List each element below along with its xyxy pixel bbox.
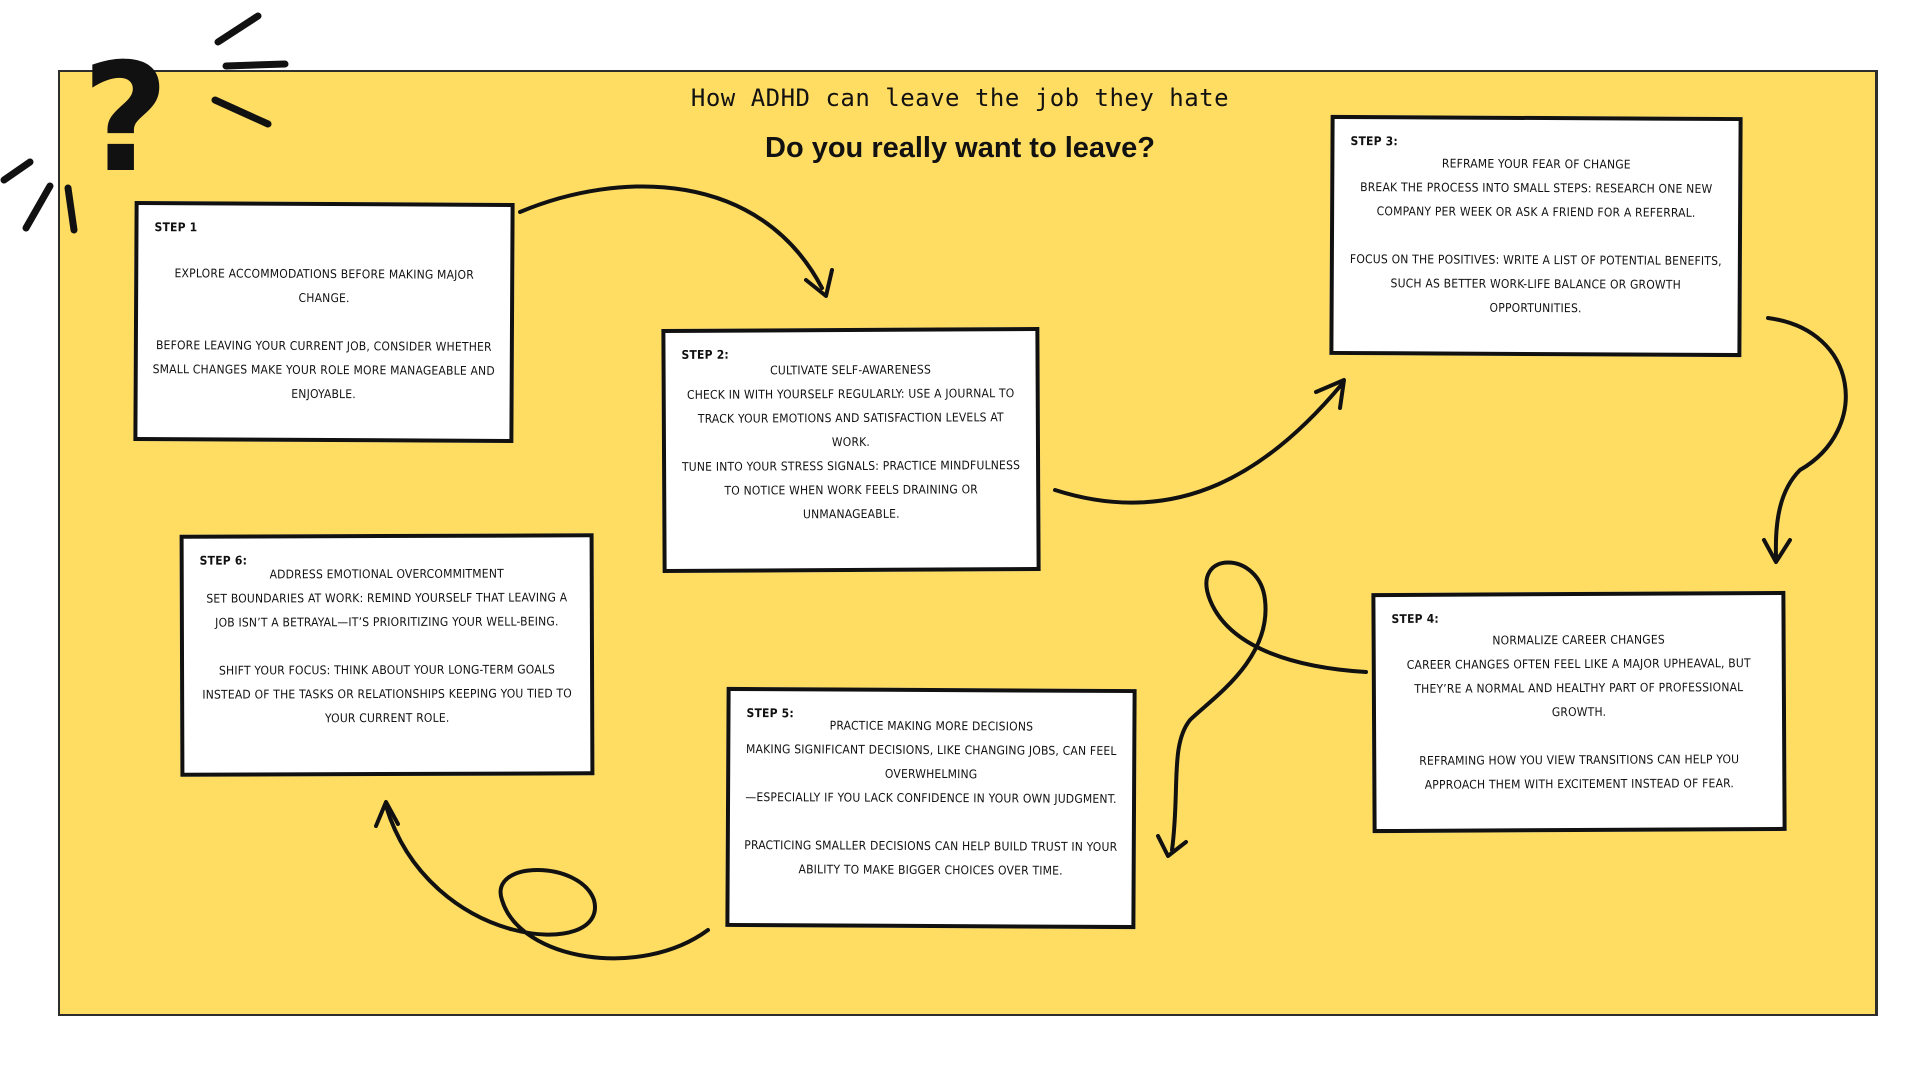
step-card-2: Step 2: Cultivate Self-Awareness Check i… — [661, 327, 1041, 573]
step-card-1: Step 1 Explore accommodations before mak… — [133, 201, 515, 443]
step-body: Set boundaries at work: Remind yourself … — [202, 590, 572, 726]
step-body: Check in with yourself regularly: Use a … — [681, 386, 1021, 522]
step-heading: Normalize career changes — [1492, 632, 1665, 648]
step-body: Break the process into small steps: Rese… — [1349, 180, 1722, 316]
step-card-6: Step 6: Address Emotional Overcommitment… — [179, 533, 595, 777]
step-body: Making significant decisions, like chang… — [744, 742, 1118, 878]
arrow-step5-to-step6 — [384, 804, 710, 961]
step-label: Step 6: — [199, 553, 248, 568]
step-heading: Address Emotional Overcommitment — [269, 566, 504, 582]
arrow-step3-to-step4 — [1766, 316, 1848, 558]
arrow-step4-to-step5 — [1170, 560, 1368, 852]
step-heading: Practice making more decisions — [829, 718, 1034, 734]
step-heading: Cultivate Self-Awareness — [770, 362, 932, 378]
page-title: How ADHD can leave the job they hate — [690, 84, 1230, 112]
arrow-step1-to-step2 — [518, 184, 824, 290]
step-label: Step 2: — [681, 347, 729, 362]
step-label: Step 3: — [1350, 134, 1398, 149]
step-label: Step 4: — [1391, 611, 1439, 626]
step-card-5: Step 5: Practice making more decisions M… — [725, 686, 1137, 930]
page-subtitle: Do you really want to leave? — [765, 132, 1155, 164]
question-mark-icon: ? — [0, 12, 289, 234]
step-label: Step 5: — [746, 706, 794, 721]
step-body: Explore accommodations before making maj… — [152, 266, 495, 402]
arrow-step2-to-step3 — [1053, 382, 1344, 505]
burst-lines-icon — [0, 12, 289, 234]
step-body: Career changes often feel like a major u… — [1406, 656, 1751, 792]
svg-text:?: ? — [82, 32, 169, 206]
step-card-4: Step 4: Normalize career changes Career … — [1371, 590, 1787, 834]
step-label: Step 1 — [154, 220, 198, 235]
